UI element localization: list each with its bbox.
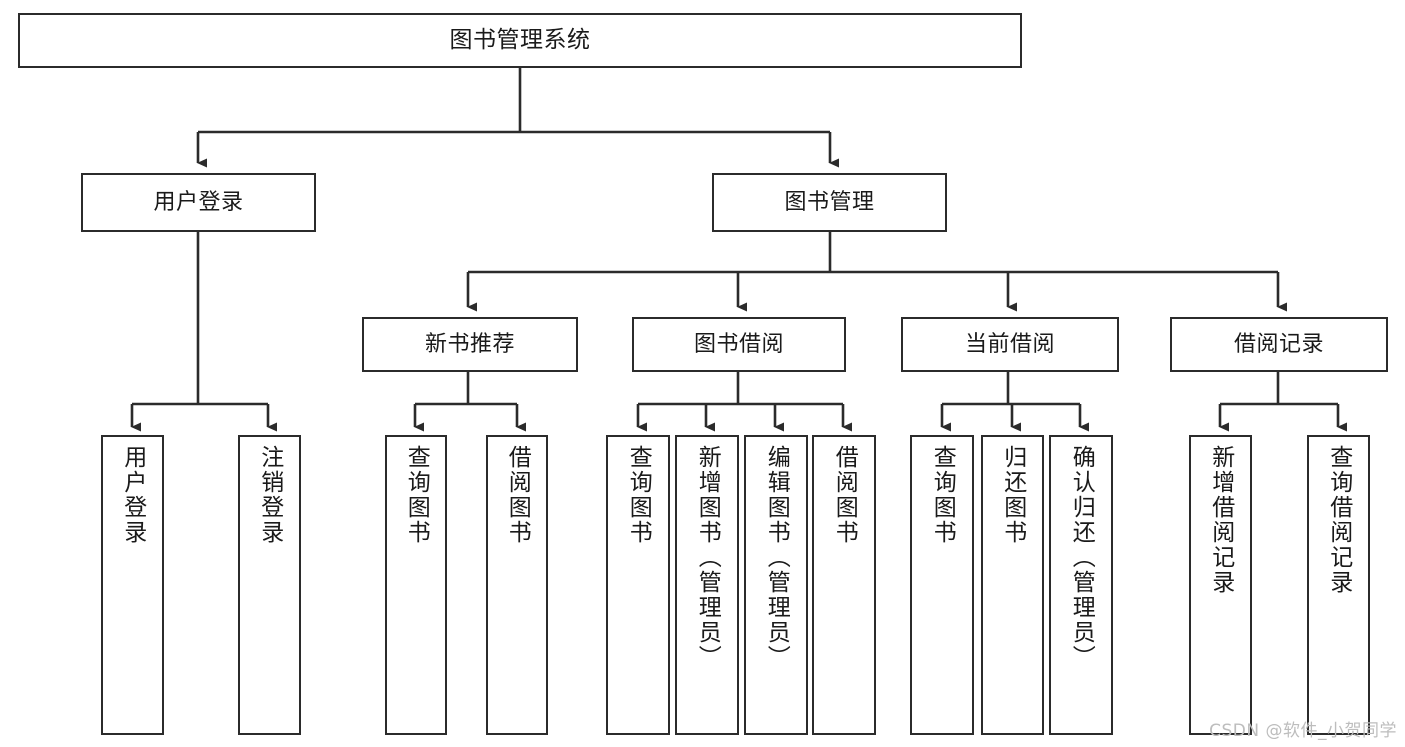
node-current-borrow[interactable]: 当前借阅 [901, 317, 1119, 372]
node-label: 图书管理系统 [449, 26, 591, 53]
leaf-user-login-login[interactable]: 用户登录 [101, 435, 164, 735]
node-label: 编辑图书（管理员） [763, 445, 790, 670]
leaf-current-confirm-return-admin[interactable]: 确认归还（管理员） [1049, 435, 1113, 735]
leaf-borrow-add-book-admin[interactable]: 新增图书（管理员） [675, 435, 739, 735]
node-label: 当前借阅 [964, 331, 1055, 357]
node-root-system[interactable]: 图书管理系统 [18, 13, 1022, 68]
leaf-record-query-record[interactable]: 查询借阅记录 [1307, 435, 1370, 735]
node-label: 查询图书 [403, 445, 430, 545]
leaf-record-add-record[interactable]: 新增借阅记录 [1189, 435, 1252, 735]
node-label: 新增图书（管理员） [694, 445, 721, 670]
leaf-user-login-logout[interactable]: 注销登录 [238, 435, 301, 735]
node-label: 借阅图书 [831, 445, 858, 545]
node-user-login[interactable]: 用户登录 [81, 173, 316, 232]
leaf-borrow-query-book[interactable]: 查询图书 [606, 435, 670, 735]
node-label: 借阅图书 [504, 445, 531, 545]
node-label: 查询图书 [625, 445, 652, 545]
node-label: 新增借阅记录 [1207, 445, 1234, 595]
leaf-borrow-borrow-book[interactable]: 借阅图书 [812, 435, 876, 735]
leaf-new-book-borrow-book[interactable]: 借阅图书 [486, 435, 548, 735]
node-label: 注销登录 [256, 445, 283, 545]
node-label: 归还图书 [999, 445, 1026, 545]
node-book-management[interactable]: 图书管理 [712, 173, 947, 232]
node-book-borrow[interactable]: 图书借阅 [632, 317, 846, 372]
node-label: 用户登录 [153, 189, 244, 215]
node-label: 查询图书 [929, 445, 956, 545]
node-label: 借阅记录 [1233, 331, 1324, 357]
node-label: 确认归还（管理员） [1068, 445, 1095, 670]
node-new-book-recommend[interactable]: 新书推荐 [362, 317, 578, 372]
csdn-watermark: CSDN @软件_小贺同学 [1209, 721, 1397, 741]
node-label: 新书推荐 [424, 331, 515, 357]
node-label: 图书借阅 [693, 331, 784, 357]
leaf-current-return-book[interactable]: 归还图书 [981, 435, 1044, 735]
leaf-borrow-edit-book-admin[interactable]: 编辑图书（管理员） [744, 435, 808, 735]
node-label: 图书管理 [784, 189, 875, 215]
node-borrow-record[interactable]: 借阅记录 [1170, 317, 1388, 372]
node-label: 用户登录 [119, 445, 146, 545]
leaf-current-query-book[interactable]: 查询图书 [910, 435, 974, 735]
node-label: 查询借阅记录 [1325, 445, 1352, 595]
leaf-new-book-query-book[interactable]: 查询图书 [385, 435, 447, 735]
